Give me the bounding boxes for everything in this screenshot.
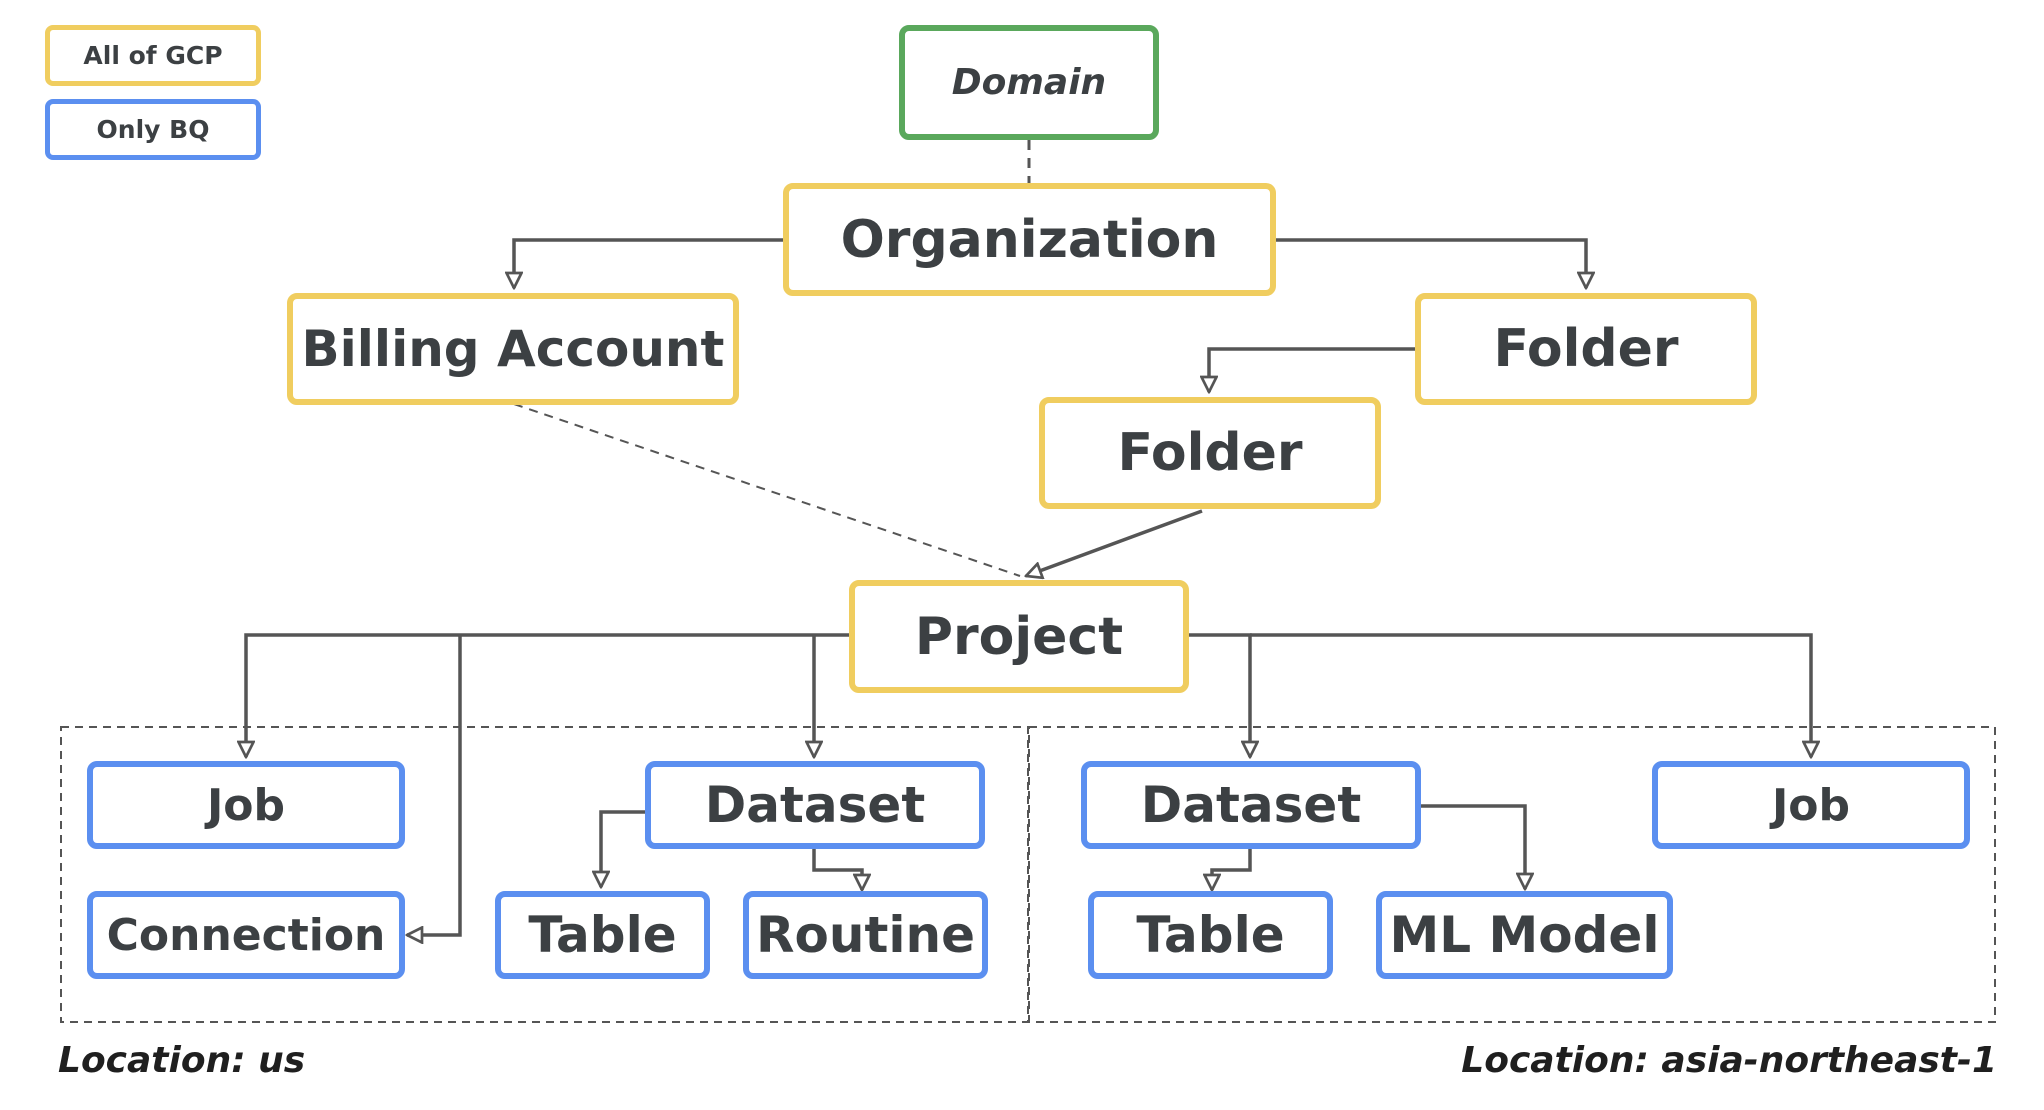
node-organization-label: Organization: [840, 209, 1219, 270]
node-us-table: Table: [495, 891, 710, 979]
node-folder-top-label: Folder: [1493, 319, 1679, 379]
legend-all-of-gcp: All of GCP: [45, 25, 261, 86]
node-asia-table: Table: [1088, 891, 1333, 979]
node-us-job: Job: [87, 761, 405, 849]
edge-organization-folder: [1275, 238, 1586, 288]
legend-all-of-gcp-label: All of GCP: [83, 41, 223, 70]
node-asia-job: Job: [1652, 761, 1970, 849]
node-billing-account-label: Billing Account: [301, 320, 725, 378]
legend-only-bq-label: Only BQ: [96, 115, 210, 144]
node-domain-label: Domain: [951, 62, 1107, 103]
edge-project-asia-dataset: [1185, 633, 1250, 757]
node-asia-table-label: Table: [1136, 906, 1285, 964]
node-folder-top: Folder: [1415, 293, 1757, 405]
edge-project-asia-job: [1250, 633, 1811, 757]
node-us-routine: Routine: [743, 891, 988, 979]
node-us-table-label: Table: [528, 906, 677, 964]
edge-us-dataset-table: [601, 810, 651, 887]
edge-organization-billing: [514, 238, 783, 288]
edge-folder-subfolder: [1209, 347, 1415, 392]
node-folder-sub: Folder: [1039, 397, 1381, 509]
node-organization: Organization: [783, 183, 1276, 296]
node-asia-dataset: Dataset: [1081, 761, 1421, 849]
edge-subfolder-project: [1026, 509, 1203, 576]
edge-project-connection: [407, 635, 462, 935]
location-us-caption: Location: us: [58, 1040, 306, 1081]
node-us-dataset: Dataset: [645, 761, 985, 849]
node-us-job-label: Job: [206, 779, 286, 831]
edge-billing-project: [513, 403, 1021, 577]
legend-only-bq: Only BQ: [45, 99, 261, 160]
edge-asia-dataset-mlmodel: [1418, 804, 1525, 889]
node-folder-sub-label: Folder: [1117, 423, 1303, 483]
location-asia-caption: Location: asia-northeast-1: [1461, 1040, 1997, 1081]
edge-asia-dataset-table: [1212, 847, 1252, 890]
node-asia-ml-model: ML Model: [1376, 891, 1673, 979]
node-us-routine-label: Routine: [756, 906, 975, 964]
node-billing-account: Billing Account: [287, 293, 739, 405]
node-asia-job-label: Job: [1771, 779, 1851, 831]
node-domain: Domain: [899, 25, 1159, 140]
edge-project-us-job: [246, 633, 853, 757]
node-project-label: Project: [914, 606, 1124, 667]
location-asia-region: [1028, 726, 1996, 1023]
edge-us-dataset-routine: [812, 847, 862, 890]
node-us-dataset-label: Dataset: [704, 776, 926, 834]
node-us-connection: Connection: [87, 891, 405, 979]
node-project: Project: [849, 580, 1189, 693]
location-us-region: [60, 726, 1029, 1023]
node-asia-dataset-label: Dataset: [1140, 776, 1362, 834]
node-us-connection-label: Connection: [106, 909, 386, 961]
node-asia-ml-model-label: ML Model: [1389, 906, 1660, 964]
